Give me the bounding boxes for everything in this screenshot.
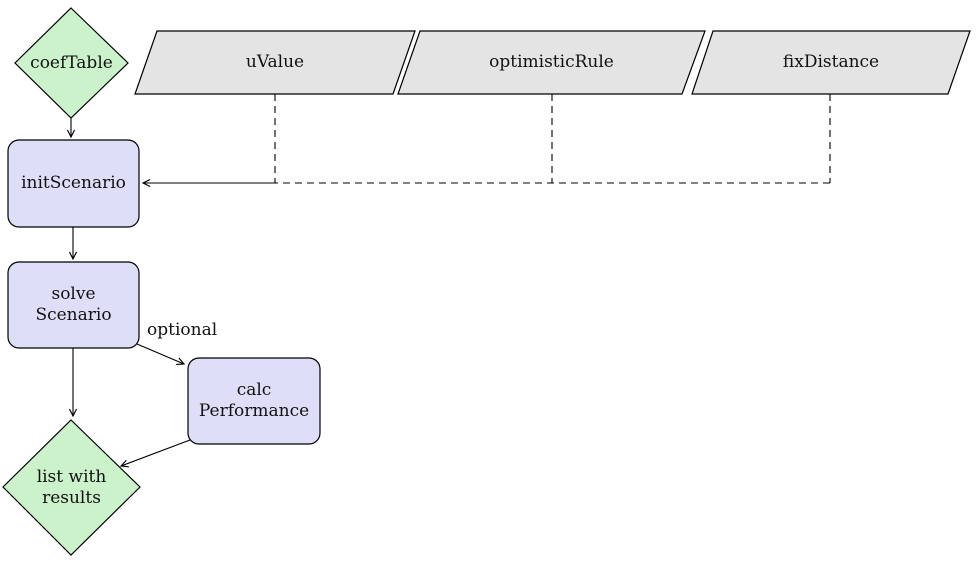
coef-table-diamond: [14, 7, 129, 119]
calc-performance-box: [187, 357, 321, 445]
edge-calcperformance-to-results: [121, 439, 191, 466]
fix-distance-parallelogram: [691, 30, 971, 95]
optimistic-rule-parallelogram: [397, 30, 706, 95]
u-value-parallelogram: [134, 30, 416, 95]
solve-scenario-box: [7, 261, 140, 349]
results-diamond: [2, 419, 141, 556]
edge-solvescenario-to-calcperformance: [136, 343, 184, 364]
init-scenario-box: [7, 139, 140, 228]
